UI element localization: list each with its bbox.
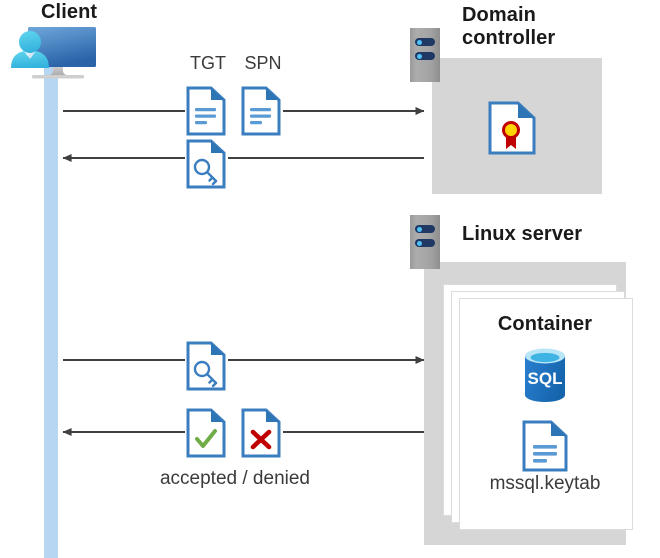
container-title: Container bbox=[497, 313, 593, 335]
server-led-bar-2 bbox=[415, 52, 435, 60]
domain-controller-title-line1: Domain bbox=[462, 4, 536, 26]
client-workstation-icon bbox=[8, 24, 112, 86]
sql-database-icon: SQL bbox=[522, 347, 568, 404]
ticket-key-document-icon-bottom bbox=[186, 341, 226, 391]
spn-document-icon bbox=[241, 86, 281, 136]
certificate-document-icon bbox=[488, 101, 536, 155]
server-led-bar-1 bbox=[415, 38, 435, 46]
domain-controller-server-icon bbox=[410, 28, 440, 82]
denied-document-icon bbox=[241, 408, 281, 458]
keytab-label: mssql.keytab bbox=[489, 473, 601, 494]
domain-controller-title-line2: controller bbox=[462, 27, 556, 49]
spn-label: SPN bbox=[244, 53, 282, 73]
client-lifeline bbox=[44, 66, 58, 558]
linux-server-icon bbox=[410, 215, 440, 269]
ticket-key-document-icon-top bbox=[186, 139, 226, 189]
client-title: Client bbox=[41, 1, 98, 23]
accepted-denied-label: accepted / denied bbox=[159, 468, 310, 489]
accepted-document-icon bbox=[186, 408, 226, 458]
server-led-bar-2 bbox=[415, 239, 435, 247]
linux-server-title: Linux server bbox=[462, 223, 583, 245]
server-led-dot bbox=[417, 226, 422, 232]
server-led-bar-1 bbox=[415, 225, 435, 233]
container-card-front[interactable] bbox=[459, 298, 633, 530]
server-led-dot bbox=[417, 53, 422, 59]
svg-text:SQL: SQL bbox=[528, 369, 563, 388]
keytab-document-icon bbox=[522, 420, 568, 472]
tgt-label: TGT bbox=[190, 53, 226, 73]
server-led-dot bbox=[417, 39, 422, 45]
server-led-dot bbox=[417, 240, 422, 246]
tgt-document-icon bbox=[186, 86, 226, 136]
